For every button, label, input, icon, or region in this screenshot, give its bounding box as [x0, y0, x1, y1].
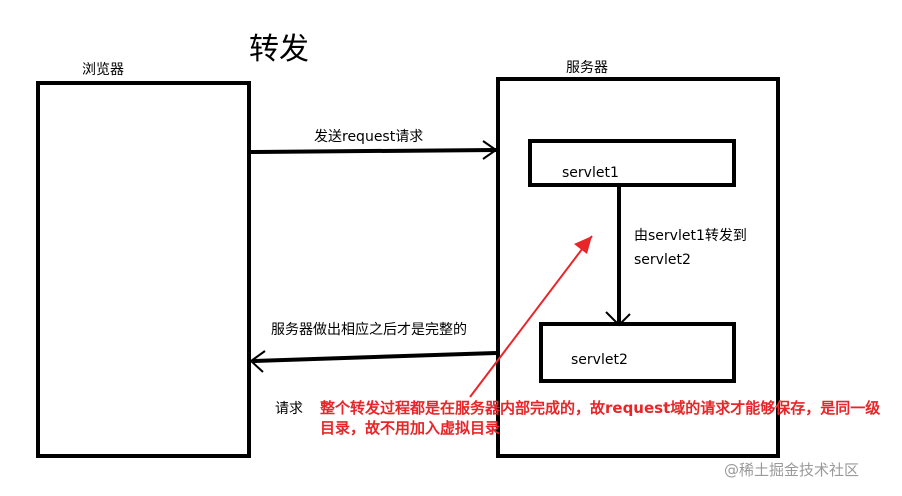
forward-label-line1: 由servlet1转发到: [634, 228, 747, 244]
watermark: @稀土掘金技术社区: [724, 461, 860, 479]
browser-box: [36, 81, 251, 458]
forward-arrow: [605, 187, 631, 327]
annotation-note-line2: 目录，故不用加入虚拟目录: [320, 419, 501, 437]
servlet2-label: servlet2: [571, 352, 628, 368]
server-label: 服务器: [566, 60, 608, 76]
servlet1-box: [528, 139, 736, 187]
send-request-label: 发送request请求: [314, 129, 424, 145]
servlet2-box: [539, 322, 736, 383]
request-label: 请求: [275, 401, 303, 417]
response-label: 服务器做出相应之后才是完整的: [271, 322, 467, 338]
diagram-title: 转发: [249, 32, 309, 67]
server-box: [496, 77, 780, 458]
request-arrow: [250, 140, 498, 160]
annotation-arrow: [469, 235, 593, 398]
servlet1-label: servlet1: [562, 165, 619, 181]
browser-label: 浏览器: [82, 62, 124, 78]
annotation-note-line1: 整个转发过程都是在服务器内部完成的，故request域的请求才能够保存，是同一级: [320, 399, 881, 417]
response-arrow: [249, 350, 497, 373]
forward-label-line2: servlet2: [634, 252, 691, 268]
